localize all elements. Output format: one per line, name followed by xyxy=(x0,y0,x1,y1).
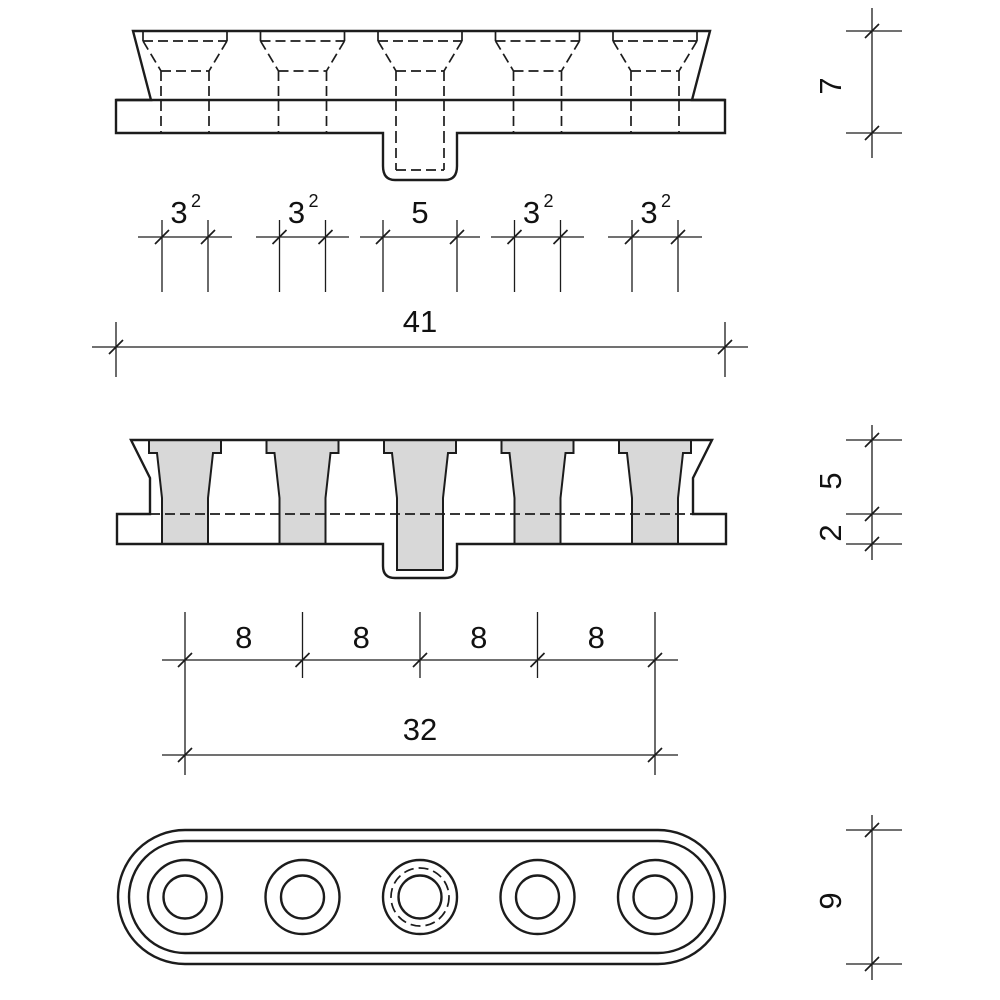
front-view-total-dim: 41 xyxy=(92,304,748,377)
front-view xyxy=(114,29,727,182)
plan-hole-1-counterbore xyxy=(146,858,224,936)
plan-outer-outline xyxy=(116,828,727,966)
dim-pitch1-label: 8 xyxy=(235,620,252,655)
extension-lines-41 xyxy=(115,322,726,377)
section-view-pitch-dims: 8 8 8 8 xyxy=(162,612,678,775)
dim-pitch3-label: 8 xyxy=(470,620,487,655)
plan-hole-2 xyxy=(264,858,341,936)
dim-height-7-label: 7 xyxy=(813,77,848,94)
plan-hole-3 xyxy=(381,858,459,936)
dim-ticks-row1 xyxy=(154,229,686,245)
extension-lines-7 xyxy=(846,30,902,134)
section-hole-1 xyxy=(148,439,222,545)
dim-pitch4-label: 8 xyxy=(588,620,605,655)
front-view-hole-dims: 3 2 3 2 5 3 2 3 2 xyxy=(138,191,702,292)
dim-hole5-sup: 2 xyxy=(661,191,671,211)
dim-width-9-label: 9 xyxy=(813,892,848,909)
dim-ticks-9 xyxy=(864,822,880,972)
plan-hole-3-bore xyxy=(397,874,443,920)
dim-hole3-label: 5 xyxy=(411,195,428,230)
plan-view xyxy=(116,828,727,966)
plan-hole-2-counterbore xyxy=(264,858,341,936)
hidden-hole-2 xyxy=(259,31,346,133)
section-view-total-dim: 32 xyxy=(162,712,678,763)
dim-hole2-sup: 2 xyxy=(308,191,318,211)
dim-flange-height-label: 2 xyxy=(813,524,848,541)
section-hole-3 xyxy=(383,439,457,571)
dim-pitch2-label: 8 xyxy=(353,620,370,655)
plan-hole-4-bore xyxy=(514,874,561,920)
dim-ticks-7 xyxy=(864,23,880,141)
dim-hole1-sup: 2 xyxy=(191,191,201,211)
dim-hole4-label: 3 xyxy=(523,195,540,230)
dim-ticks-32 xyxy=(177,747,663,763)
dim-hole4-sup: 2 xyxy=(543,191,553,211)
extension-lines-9 xyxy=(846,829,902,965)
plan-hole-1 xyxy=(146,858,224,936)
section-hole-4 xyxy=(500,439,575,545)
plan-inner-outline xyxy=(127,839,716,955)
section-view xyxy=(115,438,728,580)
section-view-height-dims: 5 2 xyxy=(813,425,902,560)
section-view-outline xyxy=(115,438,728,580)
plan-hole-5-bore xyxy=(632,874,678,920)
plan-hole-3-counterbore xyxy=(381,858,459,936)
front-view-outline xyxy=(114,29,727,182)
front-view-height-dim: 7 xyxy=(813,8,902,158)
section-hole-5 xyxy=(618,439,692,545)
dim-ticks-5-2 xyxy=(864,432,880,552)
dim-ticks-41 xyxy=(108,339,733,355)
hidden-hole-1 xyxy=(142,31,228,133)
plan-hole-1-bore xyxy=(162,874,208,920)
extension-lines-row2 xyxy=(184,612,656,775)
dim-body-height-label: 5 xyxy=(813,472,848,489)
dim-pitch-total-label: 32 xyxy=(403,712,437,747)
hidden-hole-3 xyxy=(377,31,463,171)
plan-hole-5-counterbore xyxy=(616,858,694,936)
extension-lines-row1 xyxy=(161,220,679,292)
dim-hole5-label: 3 xyxy=(640,195,657,230)
dim-hole1-label: 3 xyxy=(170,195,187,230)
plan-hole-4 xyxy=(499,858,576,936)
dim-ticks-8 xyxy=(177,652,663,668)
plan-hole-2-bore xyxy=(279,874,326,920)
hidden-hole-5 xyxy=(612,31,698,133)
hidden-hole-4 xyxy=(494,31,581,133)
extension-lines-5-2 xyxy=(846,439,902,545)
plan-hole-3-hidden-boss-circle xyxy=(390,867,450,927)
plan-hole-5 xyxy=(616,858,694,936)
dim-hole2-label: 3 xyxy=(288,195,305,230)
plan-hole-4-counterbore xyxy=(499,858,576,936)
dim-total-length-label: 41 xyxy=(403,304,437,339)
section-hole-2 xyxy=(265,439,340,545)
plan-view-width-dim: 9 xyxy=(813,815,902,980)
